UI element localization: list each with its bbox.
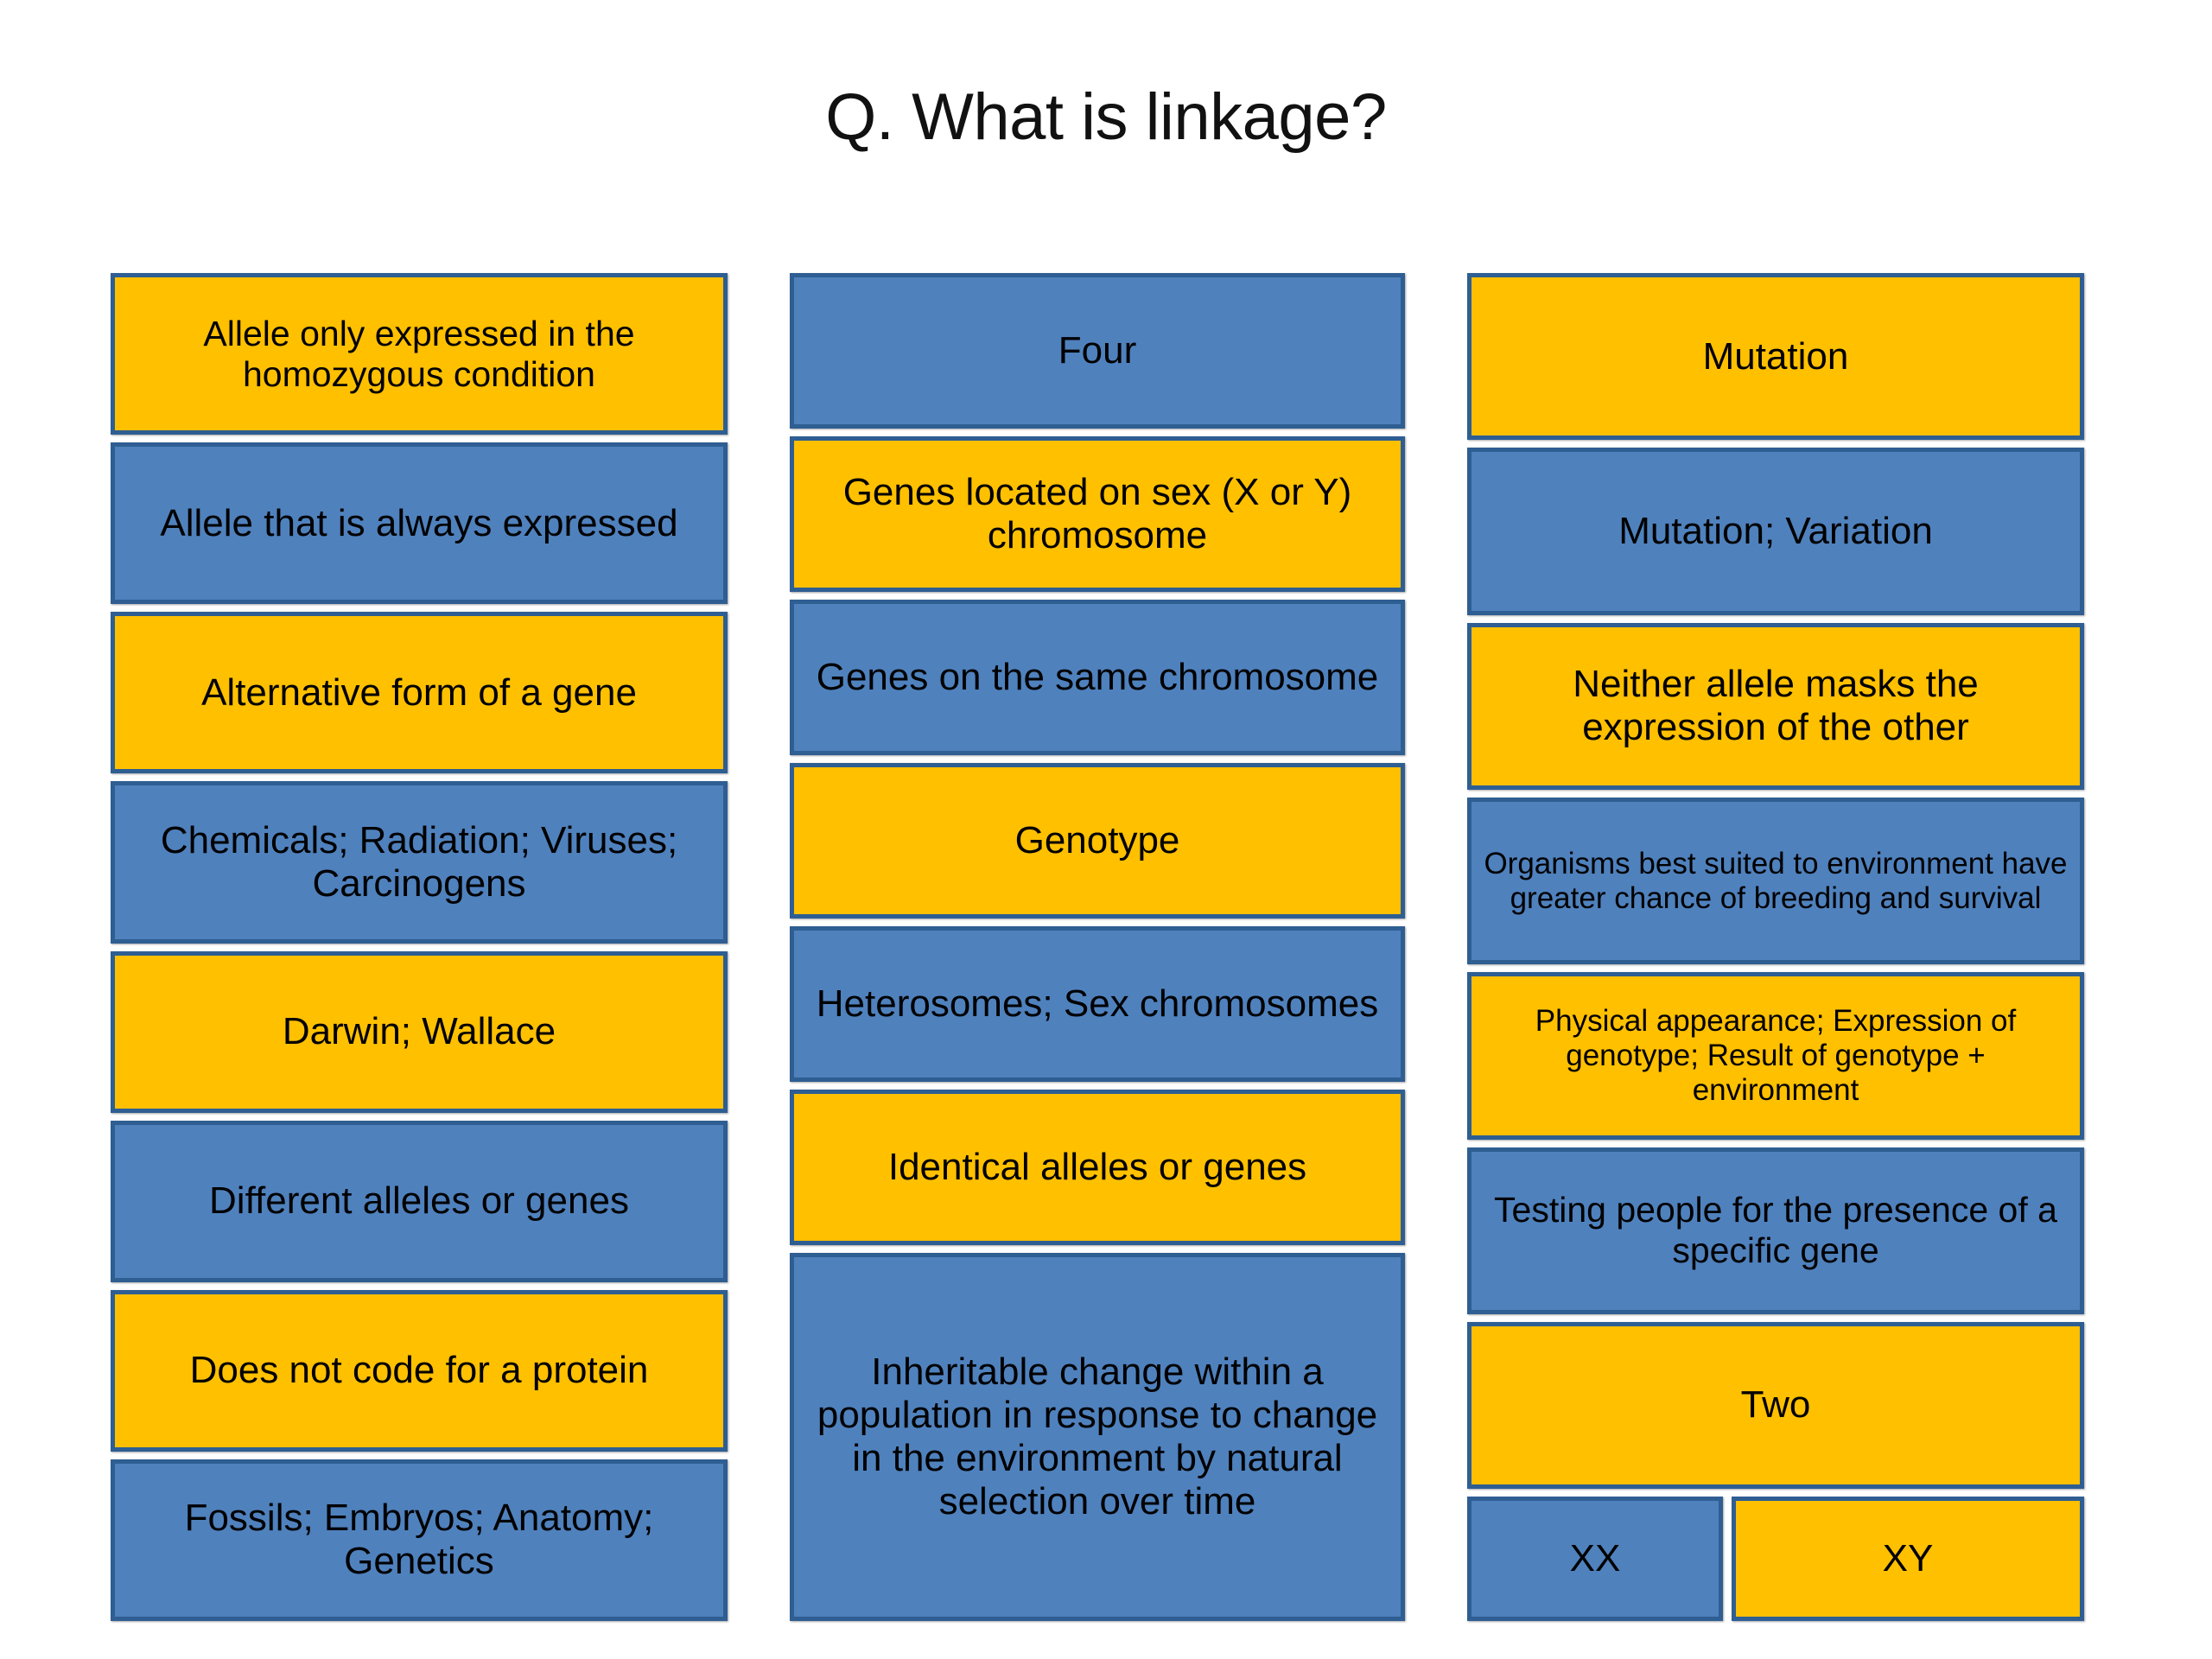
answer-card[interactable]: Genotype [790, 762, 1405, 918]
answer-card[interactable]: Darwin; Wallace [111, 950, 728, 1113]
answer-card-label: Two [1740, 1383, 1811, 1427]
answer-card-xy[interactable]: XY [1732, 1497, 2084, 1621]
answer-card-label: Organisms best suited to environment hav… [1484, 846, 2068, 915]
answer-card[interactable]: Fossils; Embryos; Anatomy; Genetics [111, 1459, 728, 1621]
answer-card[interactable]: Allele only expressed in the homozygous … [111, 273, 728, 435]
answer-card[interactable]: Identical alleles or genes [790, 1089, 1405, 1245]
answer-column-2: Four Genes located on sex (X or Y) chrom… [790, 273, 1405, 1621]
answer-card-label: Alternative form of a gene [201, 671, 637, 714]
answer-card[interactable]: Allele that is always expressed [111, 442, 728, 605]
answer-card-label: Mutation [1702, 334, 1849, 378]
answer-card-label: Fossils; Embryos; Anatomy; Genetics [184, 1497, 654, 1583]
answer-card-label: Darwin; Wallace [282, 1009, 556, 1052]
answer-card-label: Allele only expressed in the homozygous … [203, 313, 635, 394]
answer-card-label: Mutation; Variation [1618, 509, 1933, 552]
answer-card-grid: Allele only expressed in the homozygous … [111, 273, 2089, 1621]
answer-card[interactable]: Neither allele masks the expression of t… [1467, 622, 2084, 790]
answer-card[interactable]: Physical appearance; Expression of genot… [1467, 972, 2084, 1140]
answer-card[interactable]: Mutation; Variation [1467, 448, 2084, 615]
answer-card[interactable]: Genes on the same chromosome [790, 599, 1405, 755]
answer-card-label: Testing people for the presence of a spe… [1494, 1190, 2057, 1271]
answer-card-label: Genes on the same chromosome [816, 655, 1379, 698]
answer-card-label: Different alleles or genes [209, 1179, 629, 1223]
answer-card[interactable]: Mutation [1467, 273, 2084, 441]
answer-card-label: Chemicals; Radiation; Viruses; Carcinoge… [160, 818, 678, 905]
answer-column-1: Allele only expressed in the homozygous … [111, 273, 728, 1621]
sex-chromosome-pair-row: XX XY [1467, 1497, 2084, 1621]
answer-card[interactable]: Organisms best suited to environment hav… [1467, 797, 2084, 965]
answer-card-label: Neither allele masks the expression of t… [1573, 663, 1979, 749]
answer-card[interactable]: Heterosomes; Sex chromosomes [790, 925, 1405, 1082]
answer-card-label: XX [1569, 1536, 1621, 1580]
answer-card-label: Heterosomes; Sex chromosomes [816, 982, 1379, 1025]
answer-card-label: Allele that is always expressed [160, 501, 678, 544]
answer-card-label: Genotype [1014, 818, 1180, 861]
answer-card-xx[interactable]: XX [1467, 1497, 1723, 1621]
answer-card[interactable]: Inheritable change within a population i… [790, 1252, 1405, 1621]
answer-card[interactable]: Does not code for a protein [111, 1289, 728, 1452]
answer-card-label: Inheritable change within a population i… [817, 1350, 1378, 1523]
page-title: Q. What is linkage? [825, 80, 1387, 154]
answer-card[interactable]: Two [1467, 1321, 2084, 1490]
answer-card[interactable]: Chemicals; Radiation; Viruses; Carcinoge… [111, 781, 728, 944]
answer-card-label: Physical appearance; Expression of genot… [1535, 1004, 2017, 1107]
answer-card[interactable]: Testing people for the presence of a spe… [1467, 1147, 2084, 1314]
answer-card-label: XY [1882, 1536, 1934, 1580]
answer-card-label: Identical alleles or genes [887, 1145, 1307, 1188]
answer-card-label: Does not code for a protein [189, 1349, 649, 1392]
answer-card[interactable]: Different alleles or genes [111, 1120, 728, 1282]
answer-card[interactable]: Four [790, 273, 1405, 429]
answer-card-label: Genes located on sex (X or Y) chromosome [842, 470, 1352, 556]
answer-card[interactable]: Alternative form of a gene [111, 612, 728, 774]
answer-column-3: Mutation Mutation; Variation Neither all… [1467, 273, 2084, 1621]
answer-card[interactable]: Genes located on sex (X or Y) chromosome [790, 435, 1405, 592]
answer-card-label: Four [1058, 328, 1137, 372]
